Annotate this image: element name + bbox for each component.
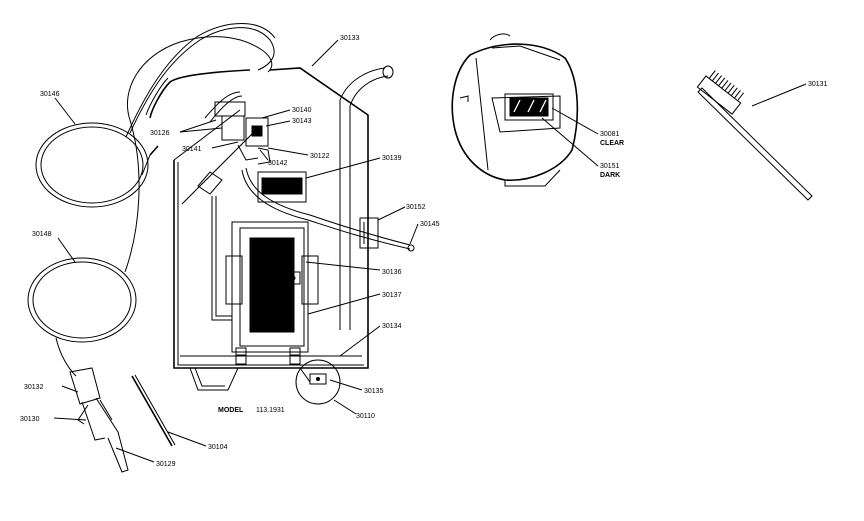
switch-assembly <box>204 91 271 165</box>
transformer <box>225 171 319 365</box>
label-30148: 30148 <box>32 231 52 238</box>
electrode-cable-coil <box>27 36 273 377</box>
label-30151: 30151 <box>600 163 620 170</box>
part-labels: 30133 30146 30140 30143 30126 30141 3012… <box>20 35 828 468</box>
label-30135: 30135 <box>364 388 384 395</box>
label-30132: 30132 <box>24 384 44 391</box>
label-30126: 30126 <box>150 130 170 137</box>
label-30081-note: CLEAR <box>600 140 624 147</box>
label-30140: 30140 <box>292 107 312 114</box>
label-30110: 30110 <box>356 413 375 420</box>
label-30141: 30141 <box>182 146 202 153</box>
label-30131: 30131 <box>808 81 828 88</box>
cable-tube <box>339 65 394 330</box>
label-30133: 30133 <box>340 35 360 42</box>
label-30143: 30143 <box>292 118 312 125</box>
welding-rod <box>131 374 176 447</box>
label-30137: 30137 <box>382 292 402 299</box>
label-30122: 30122 <box>310 153 330 160</box>
wire-brush <box>696 70 813 201</box>
label-30134: 30134 <box>382 323 402 330</box>
wheel <box>295 359 341 405</box>
label-30151-note: DARK <box>600 172 620 179</box>
ground-cable-coil <box>35 23 276 208</box>
label-30139: 30139 <box>382 155 402 162</box>
label-30104: 30104 <box>208 444 228 451</box>
label-30146: 30146 <box>40 91 60 98</box>
model-label: MODEL <box>218 407 244 414</box>
label-30152: 30152 <box>406 204 426 211</box>
internal-wiring <box>211 167 415 321</box>
welder-cabinet <box>145 67 369 391</box>
label-30081: 30081 <box>600 131 620 138</box>
label-30145: 30145 <box>420 221 440 228</box>
welding-helmet <box>451 33 579 187</box>
label-30130: 30130 <box>20 416 40 423</box>
leader-lines <box>53 39 807 463</box>
label-30142: 30142 <box>268 160 288 167</box>
capacitor <box>197 171 223 195</box>
model-number: 113.1931 <box>256 407 285 414</box>
label-30129: 30129 <box>156 461 176 468</box>
label-30136: 30136 <box>382 269 402 276</box>
terminal-bracket <box>359 217 379 249</box>
